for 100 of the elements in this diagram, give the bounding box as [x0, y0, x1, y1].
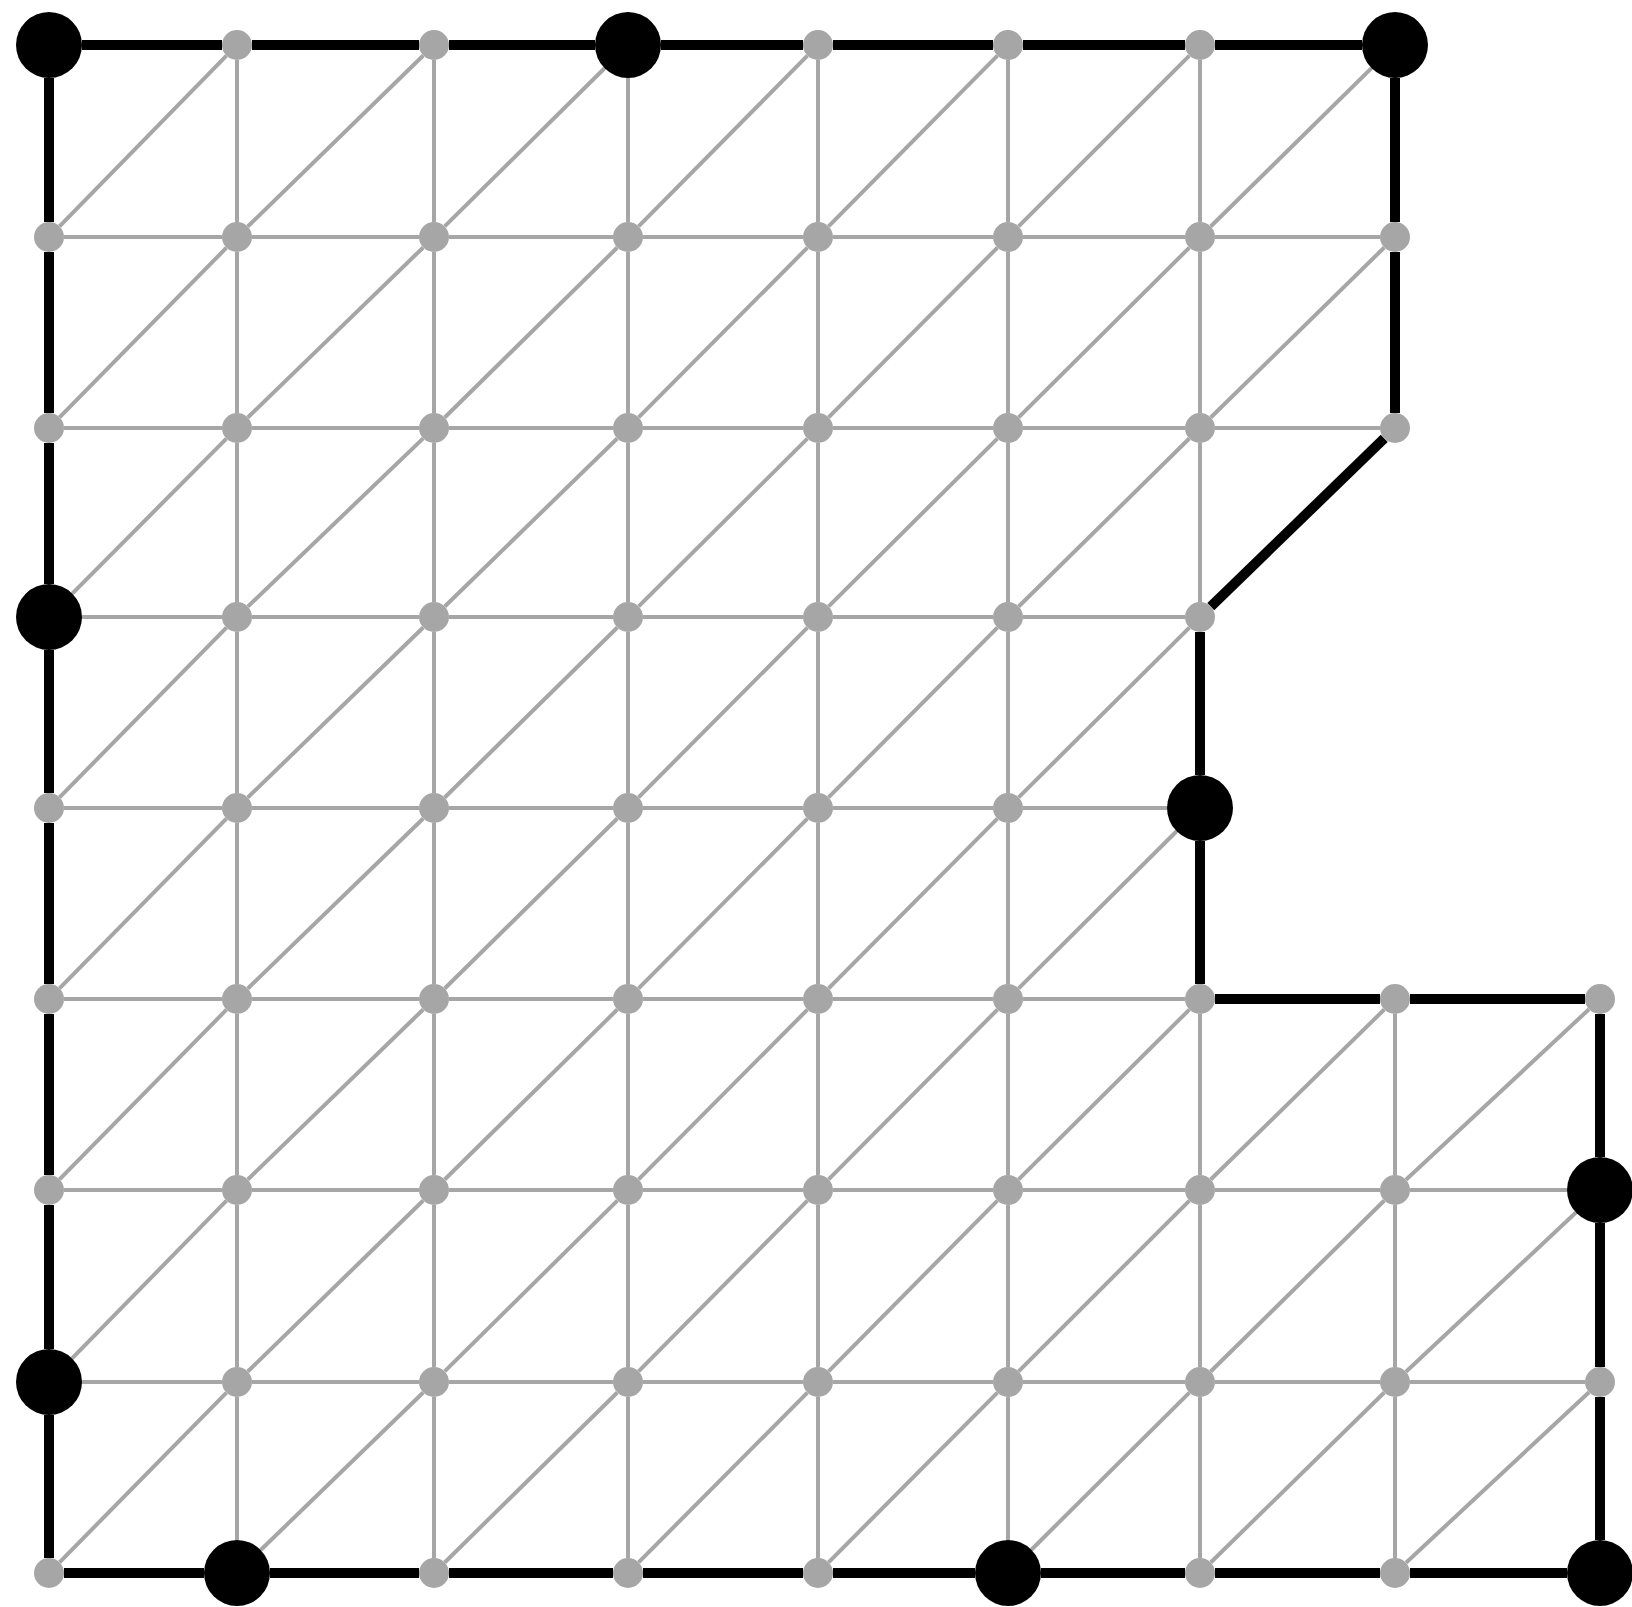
boundary-edge: [44, 1415, 54, 1558]
mesh-edge: [1023, 235, 1185, 239]
mesh-edge: [1209, 1199, 1386, 1373]
mesh-edge: [1393, 1397, 1397, 1558]
mesh-edge: [64, 1188, 222, 1192]
mesh-edge: [1023, 615, 1185, 619]
corner-node: [1567, 1157, 1632, 1223]
mesh-edge: [64, 235, 222, 239]
mesh-edge: [1198, 1397, 1202, 1558]
mesh-edge: [1006, 1205, 1010, 1367]
mesh-node: [993, 1175, 1023, 1205]
mesh-edge: [1006, 1397, 1010, 1540]
mesh-edge: [1023, 1380, 1185, 1384]
mesh-edge: [827, 626, 999, 799]
corner-node: [204, 1540, 270, 1606]
mesh-node: [803, 793, 833, 823]
mesh-edge: [643, 997, 803, 1001]
mesh-edge: [58, 1391, 228, 1564]
mesh-node: [1185, 30, 1215, 60]
mesh-edge: [235, 443, 239, 602]
mesh-edge: [58, 817, 228, 990]
mesh-edge: [1023, 997, 1185, 1001]
boundary-edge: [1215, 994, 1380, 1004]
mesh-edge: [449, 1380, 613, 1384]
mesh-node: [34, 984, 64, 1014]
mesh-node: [222, 1175, 252, 1205]
boundary-edge: [1195, 841, 1205, 984]
mesh-edge: [816, 823, 820, 984]
mesh-edge: [432, 443, 436, 602]
mesh-edge: [827, 437, 999, 608]
mesh-edge: [246, 54, 425, 228]
mesh-edge: [816, 60, 820, 222]
mesh-node: [613, 1558, 643, 1588]
mesh-edge: [432, 1014, 436, 1175]
mesh-edge: [252, 806, 419, 810]
mesh-node: [993, 413, 1023, 443]
mesh-edge: [252, 997, 419, 1001]
mesh-node: [613, 602, 643, 632]
mesh-edge: [626, 252, 630, 413]
mesh-node: [1185, 602, 1215, 632]
mesh-edge: [1023, 1188, 1185, 1192]
mesh-edge: [1017, 829, 1178, 990]
mesh-node: [803, 30, 833, 60]
mesh-edge: [259, 1391, 425, 1552]
mesh-edge: [246, 817, 425, 990]
boundary-edge: [1215, 40, 1362, 50]
mesh-node: [993, 602, 1023, 632]
mesh-edge: [637, 626, 809, 799]
boundary-edge: [1595, 1223, 1605, 1367]
mesh-edge: [449, 426, 613, 430]
mesh-node: [803, 413, 833, 443]
mesh-edge: [449, 615, 613, 619]
mesh-edge: [833, 235, 993, 239]
boundary-edge: [833, 1568, 975, 1578]
mesh-edge: [1215, 1380, 1380, 1384]
mesh-edge: [82, 1380, 222, 1384]
mesh-edge: [252, 1380, 419, 1384]
mesh-edge: [643, 1380, 803, 1384]
mesh-node: [419, 793, 449, 823]
mesh-node: [1185, 413, 1215, 443]
mesh-edge: [827, 246, 999, 419]
mesh-node: [419, 602, 449, 632]
mesh-edge: [827, 1391, 999, 1564]
mesh-node: [1380, 1367, 1410, 1397]
mesh-edge: [643, 615, 803, 619]
mesh-node: [803, 222, 833, 252]
mesh-edge: [70, 437, 228, 595]
mesh-node: [222, 602, 252, 632]
mesh-node: [1380, 984, 1410, 1014]
mesh-edge: [432, 823, 436, 984]
mesh-edge: [443, 1199, 619, 1373]
mesh-edge: [1030, 1391, 1191, 1552]
mesh-edge: [643, 235, 803, 239]
mesh-edge: [626, 632, 630, 793]
mesh-node: [419, 1367, 449, 1397]
mesh-node: [419, 413, 449, 443]
mesh-edge: [637, 1199, 809, 1373]
mesh-node: [1185, 1558, 1215, 1588]
mesh-edge: [1017, 246, 1191, 419]
mesh-edge: [252, 1188, 419, 1192]
boundary-edge: [270, 1568, 419, 1578]
mesh-edge: [252, 615, 419, 619]
mesh-edge: [1017, 54, 1191, 228]
mesh-edge: [637, 54, 809, 228]
mesh-edge: [833, 806, 993, 810]
mesh-edge: [827, 54, 999, 228]
mesh-node: [1380, 1175, 1410, 1205]
mesh-edge: [1209, 246, 1386, 419]
boundary-edge: [44, 252, 54, 413]
mesh-edge: [1209, 1391, 1386, 1564]
mesh-edge: [1023, 426, 1185, 430]
mesh-edge: [626, 443, 630, 602]
mesh-node: [222, 984, 252, 1014]
mesh-edge: [1410, 1380, 1585, 1384]
mesh-edge: [443, 1008, 619, 1181]
mesh-node: [222, 413, 252, 443]
mesh-node: [419, 1558, 449, 1588]
mesh-edge: [816, 632, 820, 793]
mesh-edge: [432, 252, 436, 413]
mesh-node: [222, 222, 252, 252]
